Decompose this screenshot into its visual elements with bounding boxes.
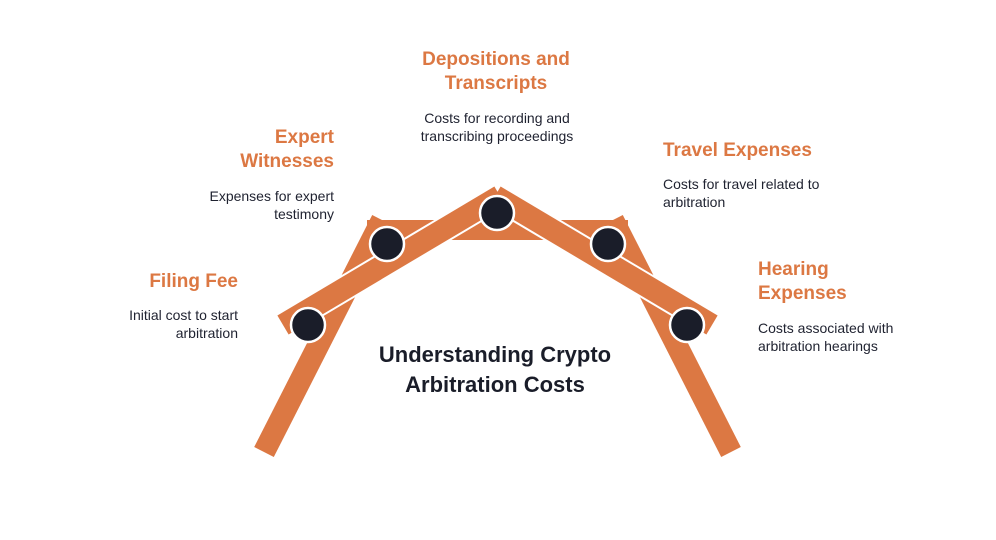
hearing-desc: Costs associated with arbitration hearin… <box>758 320 894 354</box>
right-leg <box>603 215 741 457</box>
hearing-title: Hearing Expenses <box>758 259 847 304</box>
diagram-title: Understanding Crypto Arbitration Costs <box>378 342 612 397</box>
depositions-title: Depositions and Transcripts <box>422 49 570 94</box>
node-depositions <box>478 194 516 232</box>
travel-desc: Costs for travel related to arbitration <box>663 176 820 210</box>
node-travel <box>589 225 627 263</box>
node-hearing <box>668 306 706 344</box>
travel-title: Travel Expenses <box>663 140 812 161</box>
filing-fee-title: Filing Fee <box>149 271 238 292</box>
expert-witnesses-desc: Expenses for expert testimony <box>209 188 334 222</box>
left-leg <box>254 215 392 457</box>
expert-witnesses-title: Expert Witnesses <box>240 127 334 172</box>
node-expert-witnesses <box>368 225 406 263</box>
node-filing-fee <box>289 306 327 344</box>
filing-fee-desc: Initial cost to start arbitration <box>129 307 238 341</box>
depositions-desc: Costs for recording and transcribing pro… <box>420 110 574 144</box>
